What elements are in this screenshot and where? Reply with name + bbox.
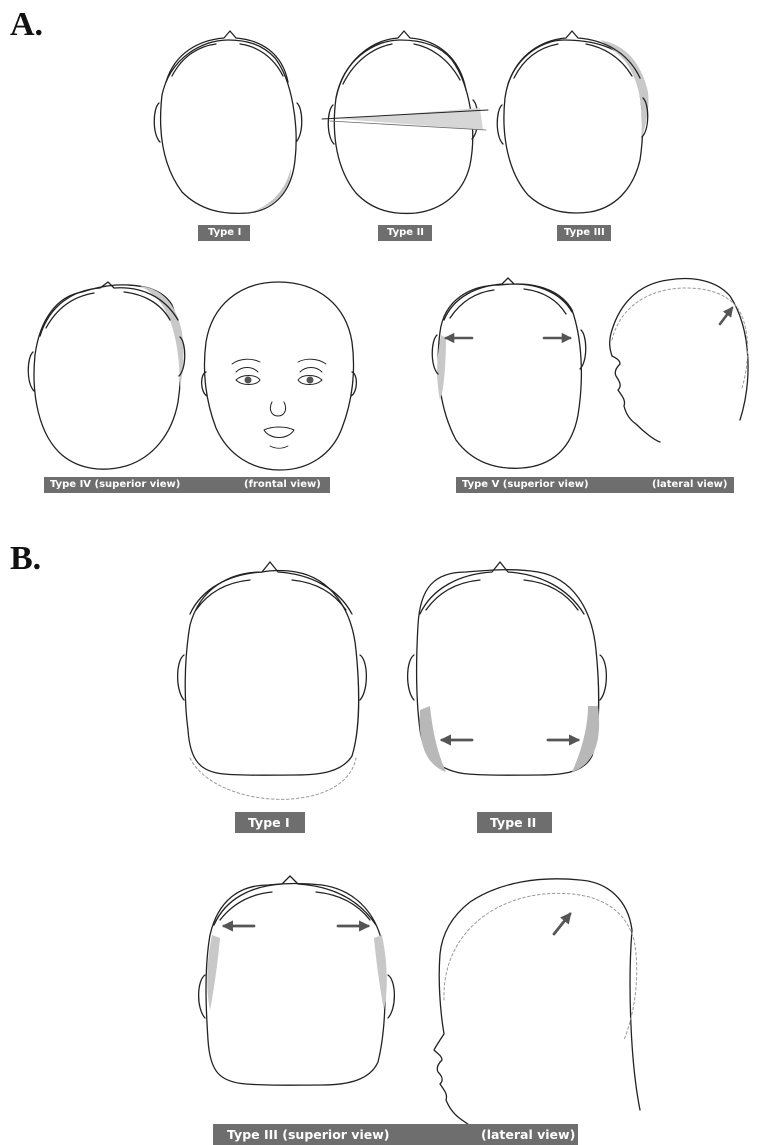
up-right-arrow-icon — [554, 914, 570, 934]
label-a-type1: Type I — [198, 225, 250, 241]
left-ear — [199, 975, 205, 1018]
a-type3-head — [497, 31, 648, 213]
b-type3-lateral-profile — [434, 879, 640, 1132]
frontal-shade — [600, 40, 649, 140]
normal-contour-dashed — [612, 288, 748, 388]
normal-contour-dashed — [444, 893, 637, 1040]
right-ear — [360, 655, 366, 700]
label-a-type4: Type IV (superior view) (frontal view) — [44, 477, 330, 493]
left-ear — [178, 655, 184, 700]
right-widening-shade — [374, 935, 387, 1010]
up-right-arrow-icon — [720, 308, 732, 324]
left-ear — [432, 335, 438, 374]
right-ear — [296, 103, 302, 142]
left-ear — [497, 105, 503, 144]
left-ear — [328, 105, 334, 144]
left-ear — [154, 103, 160, 142]
mouth — [264, 427, 294, 438]
label-b-type3: Type III (superior view) (lateral view) — [213, 1124, 578, 1145]
a-type4-frontal-face — [202, 282, 357, 470]
label-a-type2: Type II — [378, 225, 432, 241]
label-a-type3: Type III — [557, 225, 611, 241]
a-type5-superior-head — [432, 278, 586, 468]
label-a-type5: Type V (superior view) (lateral view) — [456, 477, 734, 493]
a-type1-head — [154, 31, 302, 213]
b-type2-head — [408, 562, 607, 775]
right-ear — [600, 655, 606, 700]
b-type1-head — [178, 562, 367, 799]
a-type4-superior-head — [28, 282, 185, 469]
right-eye-pupil — [307, 377, 314, 384]
b-type3-superior-head — [199, 876, 395, 1085]
left-ear — [28, 352, 34, 391]
left-eye-pupil — [245, 377, 252, 384]
normal-contour-dashed — [190, 758, 356, 799]
left-ear — [408, 655, 414, 700]
right-ear — [388, 975, 394, 1018]
label-b-type1: Type I — [235, 812, 305, 833]
nose — [270, 402, 285, 416]
a-type5-lateral-profile — [610, 279, 748, 442]
left-widening-shade — [207, 935, 220, 1010]
a-type2-head — [322, 31, 488, 213]
label-b-type2: Type II — [477, 812, 552, 833]
